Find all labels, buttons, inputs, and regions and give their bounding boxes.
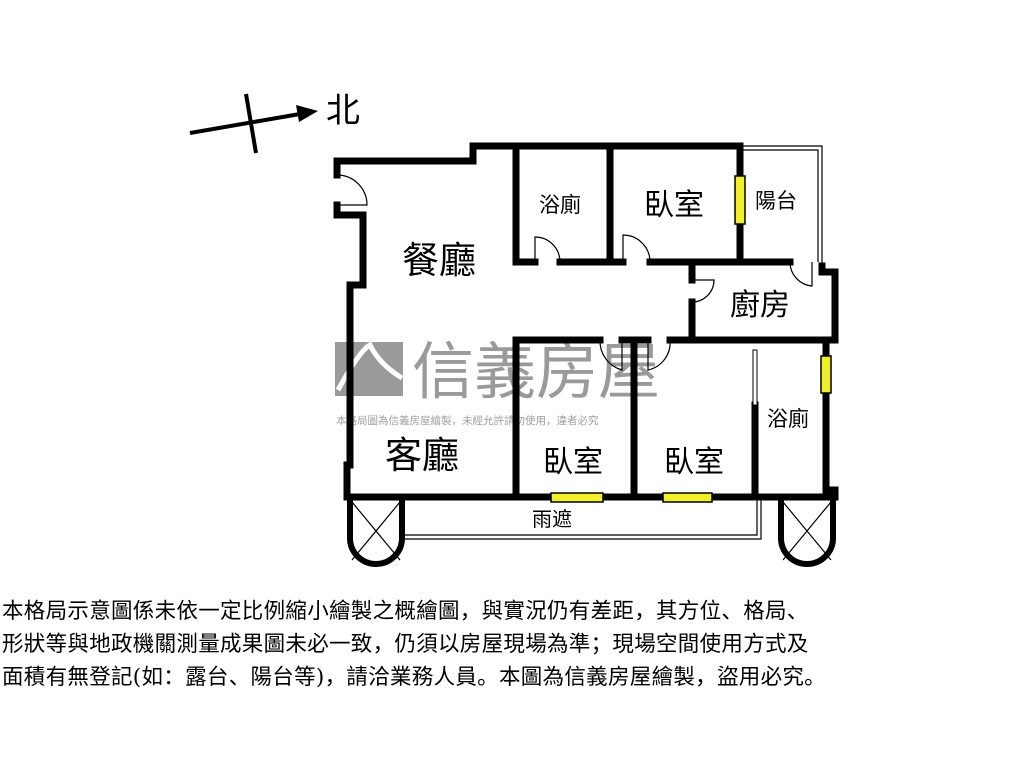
windows [550, 175, 832, 503]
disclaimer-line: 面積有無登記(如：露台、陽台等)，請洽業務人員。本圖為信義房屋繪製，盜用必究。 [2, 665, 826, 690]
north-arrow-icon [296, 105, 318, 122]
bath1-door [534, 236, 561, 263]
watermark: 信義房屋 本格局圖為信義房屋繪製，未經允許請勿使用，違者必究 [335, 335, 660, 427]
bedroom3-door [647, 339, 671, 371]
compass: 北 [189, 91, 360, 154]
window [550, 492, 604, 503]
watermark-notice: 本格局圖為信義房屋繪製，未經允許請勿使用，違者必究 [336, 414, 599, 427]
room-label-bath1: 浴廁 [539, 193, 581, 217]
room-label-dining: 餐廳 [402, 239, 476, 282]
room-label-living: 客廳 [385, 434, 459, 477]
doors [336, 174, 813, 371]
watermark-brand: 信義房屋 [412, 335, 660, 408]
compass-arrow-shaft [189, 112, 301, 135]
room-label-bath2: 浴廁 [767, 407, 809, 431]
compass-cross-line [244, 93, 258, 154]
kitchen-door [691, 279, 715, 303]
disclaimer-line: 本格局示意圖係未依一定比例縮小繪製之概繪圖，與實況仍有差距，其方位、格局、 [2, 599, 809, 624]
room-label-canopy: 雨遮 [532, 507, 572, 531]
left-bay [347, 500, 405, 567]
north-label: 北 [326, 91, 360, 131]
bedroom2-door [599, 339, 623, 371]
room-label-kitchen: 廚房 [730, 288, 790, 323]
room-label-balcony: 陽台 [755, 189, 797, 213]
entry-door [336, 174, 368, 206]
room-label-bedroom2: 臥室 [543, 445, 603, 480]
balcony-door [789, 261, 813, 287]
window [734, 175, 746, 225]
walls [333, 142, 839, 540]
bedroom1-door [622, 234, 651, 263]
room-label-bedroom1: 臥室 [644, 188, 704, 223]
window [820, 355, 832, 394]
window [662, 492, 713, 503]
bay-windows [347, 500, 836, 567]
disclaimer-line: 形狀等與地政機關測量成果圖未必一致，仍須以房屋現場為準；現場空間使用方式及 [2, 632, 809, 657]
room-label-bedroom3: 臥室 [664, 445, 724, 480]
right-bay [778, 500, 836, 567]
